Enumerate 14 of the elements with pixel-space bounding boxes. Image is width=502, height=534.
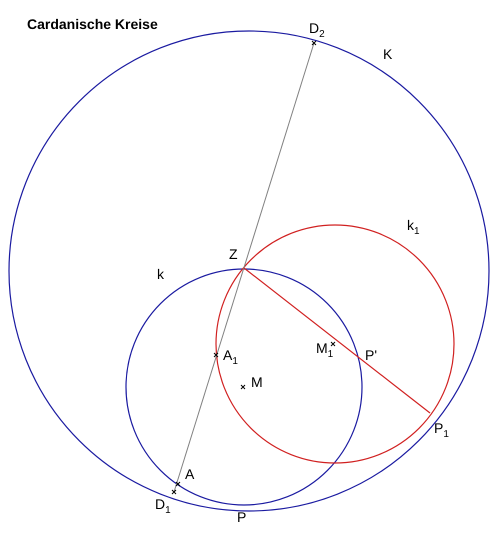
- point-label: k$_{1}$: [407, 217, 420, 239]
- point-label: M$_{1}$: [316, 340, 334, 362]
- title: Cardanische Kreise: [27, 16, 158, 32]
- point-label: P$_{1}$: [434, 420, 449, 442]
- point-label: P': [365, 347, 378, 363]
- point-label: Z: [229, 246, 238, 262]
- point-label: M: [251, 374, 263, 390]
- point-label: k: [157, 266, 164, 282]
- point-label: K: [383, 46, 392, 62]
- point-label: D$_{2}$: [309, 20, 325, 42]
- point-label: P: [237, 509, 246, 525]
- point-label: A: [185, 466, 194, 482]
- point-label: D$_{1}$: [155, 496, 171, 518]
- point-label: A$_{1}$: [223, 347, 238, 369]
